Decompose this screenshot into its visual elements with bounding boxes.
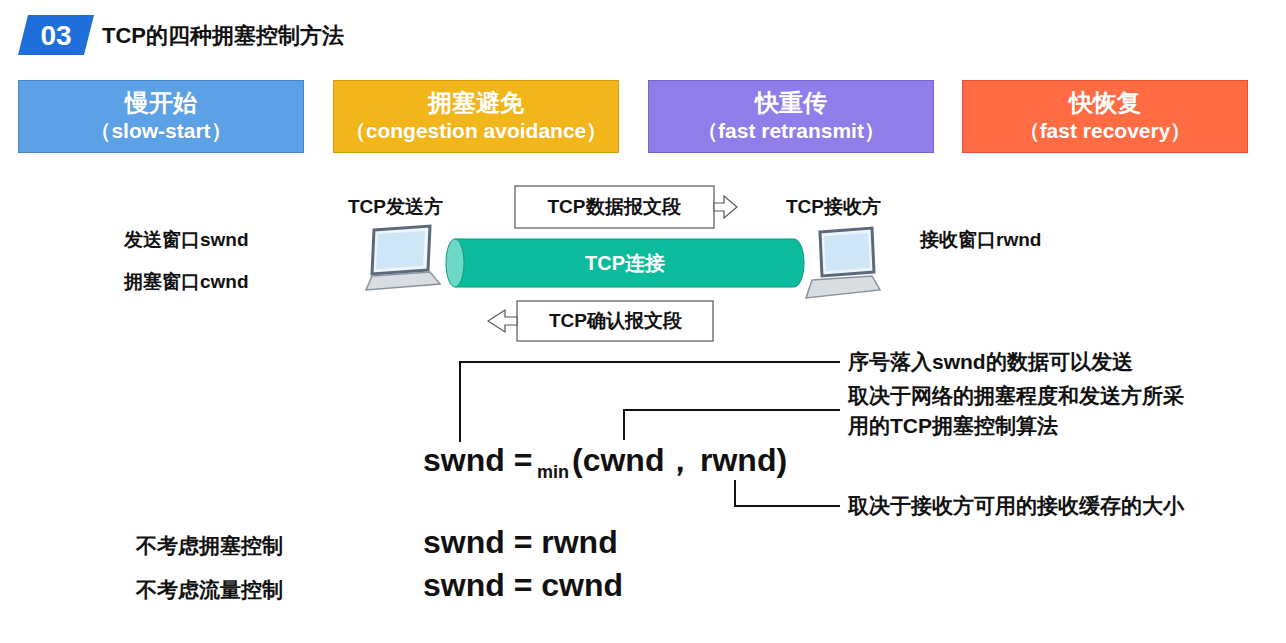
section-badge: 03 (18, 15, 94, 55)
diagram-title: TCP的四种拥塞控制方法 (102, 21, 344, 51)
laptop-illustration (366, 226, 440, 290)
method-box: 快恢复（fast recovery） (962, 80, 1248, 153)
node-heading: 慢开始 (125, 88, 197, 118)
node-subtitle: （slow-start） (90, 118, 231, 144)
formula-text: swnd = rwnd (423, 523, 618, 561)
node-subtitle: （fast recovery） (1019, 118, 1192, 144)
arrow-head (714, 196, 737, 218)
node-heading: 03 (40, 18, 71, 53)
window-label: 接收窗口rwnd (920, 225, 1041, 255)
formula-text: swnd = (423, 441, 532, 479)
node-heading: 拥塞避免 (428, 88, 524, 118)
node-heading: TCP连接 (585, 251, 665, 276)
pipe-end (446, 239, 464, 287)
connection-pipe: TCP连接 (445, 238, 805, 288)
endpoint-label: TCP接收方 (786, 192, 881, 222)
pipe-body (455, 239, 804, 287)
node-heading: 快重传 (755, 88, 827, 118)
node-subtitle: （congestion avoidance） (345, 118, 608, 144)
leader-line (460, 362, 840, 442)
leader-line (735, 480, 840, 506)
condition-label: 不考虑流量控制 (136, 575, 283, 605)
window-label: 发送窗口swnd (124, 225, 249, 255)
endpoint-label: TCP发送方 (348, 192, 443, 222)
segment-arrow-box: TCP数据报文段 (514, 185, 738, 229)
node-heading: 快恢复 (1069, 88, 1141, 118)
formula-text: swnd = cwnd (423, 566, 623, 604)
leader-line (624, 410, 840, 440)
annotation-text: 序号落入swnd的数据可以发送 (848, 347, 1133, 377)
window-label: 拥塞窗口cwnd (124, 267, 249, 297)
badge-shape (18, 15, 94, 55)
node-heading: TCP确认报文段 (549, 309, 682, 333)
condition-label: 不考虑拥塞控制 (136, 531, 283, 561)
annotation-text: 取决于网络的拥塞程度和发送方所采用的TCP拥塞控制算法 (848, 381, 1193, 441)
node-subtitle: （fast retransmit） (697, 118, 885, 144)
formula-text: (cwnd， (572, 441, 696, 479)
segment-arrow-box: TCP确认报文段 (487, 300, 714, 342)
laptop-illustration (806, 228, 880, 298)
formula-subscript: min (537, 457, 569, 487)
method-box: 慢开始（slow-start） (18, 80, 304, 153)
arrow-body (515, 186, 714, 228)
annotation-text: 取决于接收方可用的接收缓存的大小 (848, 491, 1184, 521)
node-heading: TCP数据报文段 (548, 195, 681, 219)
arrow-body (517, 301, 713, 341)
formula-text: rwnd) (700, 441, 787, 479)
method-box: 拥塞避免（congestion avoidance） (333, 80, 619, 153)
method-box: 快重传（fast retransmit） (648, 80, 934, 153)
arrow-head (488, 310, 517, 332)
